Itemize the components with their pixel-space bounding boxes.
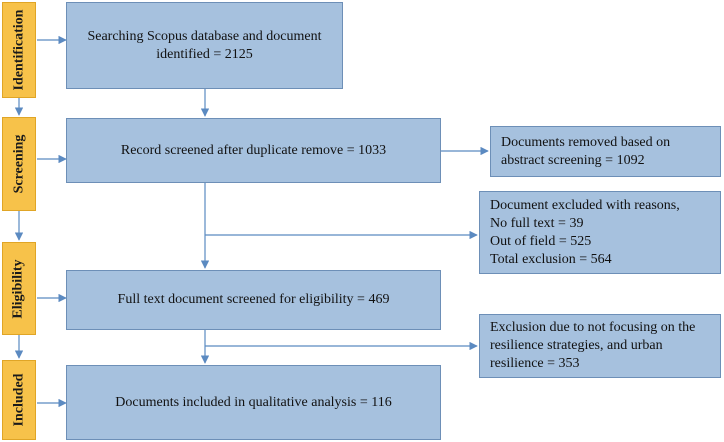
box-records-identified-text: Searching Scopus database and document i…: [87, 28, 322, 62]
stage-label-identification: Identification: [11, 9, 27, 91]
stage-identification: Identification: [2, 2, 36, 98]
box-fulltext-excluded-line: Total exclusion = 564: [490, 251, 612, 267]
box-fulltext-excluded-line: Out of field = 525: [490, 233, 592, 249]
box-not-focusing-excluded-line: resilience = 353: [490, 356, 580, 371]
box-fulltext-excluded-line: No full text = 39: [490, 215, 584, 231]
box-not-focusing-excluded-line: resilience strategies, and urban: [490, 338, 663, 353]
box-studies-included-text: Documents included in qualitative analys…: [115, 394, 392, 410]
box-not-focusing-excluded-line: Exclusion due to not focusing on the: [490, 320, 696, 335]
box-fulltext-assessed-text: Full text document screened for eligibil…: [117, 292, 390, 307]
box-records-screened-text: Record screened after duplicate remove =…: [120, 142, 387, 158]
stage-eligibility: Eligibility: [2, 242, 36, 335]
stage-included: Included: [2, 360, 36, 440]
box-studies-included: Documents included in qualitative analys…: [66, 365, 441, 440]
stage-label-eligibility: Eligibility: [11, 258, 26, 319]
box-fulltext-excluded-line: Document excluded with reasons,: [490, 197, 680, 213]
box-abstract-removed-line: Documents removed based on: [501, 134, 671, 150]
box-not-focusing-excluded: Exclusion due to not focusing on the res…: [479, 314, 721, 378]
box-records-identified: Searching Scopus database and document i…: [66, 2, 343, 89]
stage-label-screening: Screening: [11, 134, 27, 194]
stage-label-included: Included: [11, 373, 27, 427]
stage-screening: Screening: [2, 117, 36, 211]
box-abstract-removed: Documents removed based on abstract scre…: [490, 126, 721, 177]
box-fulltext-assessed: Full text document screened for eligibil…: [66, 270, 441, 330]
box-abstract-removed-line: abstract screening = 1092: [501, 152, 645, 168]
box-records-screened: Record screened after duplicate remove =…: [66, 118, 441, 183]
box-fulltext-excluded: Document excluded with reasons, No full …: [479, 191, 721, 274]
